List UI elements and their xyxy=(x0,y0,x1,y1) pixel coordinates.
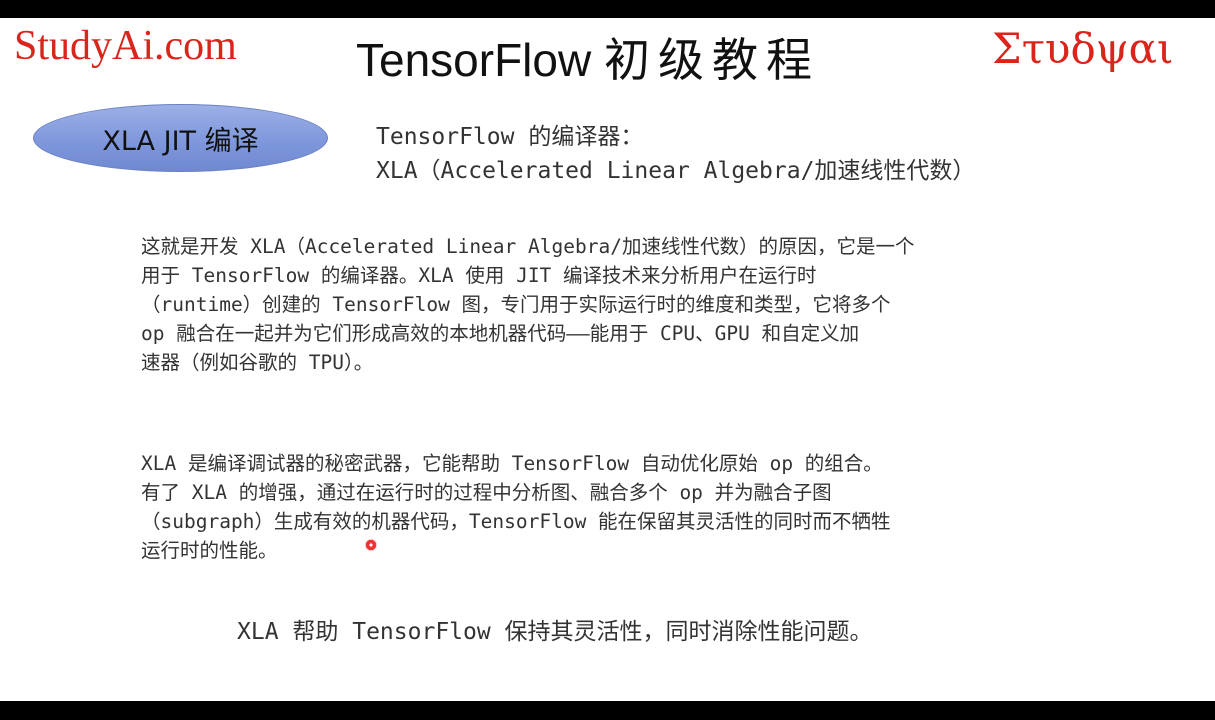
slide: StudyAi.com TensorFlow 初级教程 Στυδψαι XLA … xyxy=(0,18,1215,701)
paragraph-line: （subgraph）生成有效的机器代码，TensorFlow 能在保留其灵活性的… xyxy=(141,510,891,533)
paragraph-line: 有了 XLA 的增强，通过在运行时的过程中分析图、融合多个 op 并为融合子图 xyxy=(141,481,832,504)
paragraph-line: （runtime）创建的 TensorFlow 图，专门用于实际运行时的维度和类… xyxy=(141,293,891,316)
paragraph-line: 这就是开发 XLA（Accelerated Linear Algebra/加速线… xyxy=(141,235,915,258)
paragraph-line: 速器（例如谷歌的 TPU）。 xyxy=(141,351,374,374)
summary-line: XLA 帮助 TensorFlow 保持其灵活性，同时消除性能问题。 xyxy=(237,619,873,645)
title-cjk: 初级教程 xyxy=(603,33,820,87)
pointer-dot-icon xyxy=(365,539,377,551)
topic-badge: XLA JIT 编译 xyxy=(33,104,328,172)
brand-logo-studyai: StudyAi.com xyxy=(14,23,237,69)
paragraph-line: XLA 是编译调试器的秘密武器，它能帮助 TensorFlow 自动优化原始 o… xyxy=(141,452,883,475)
paragraph-2: XLA 是编译调试器的秘密武器，它能帮助 TensorFlow 自动优化原始 o… xyxy=(141,449,1071,565)
page-title: TensorFlow 初级教程 xyxy=(356,24,820,90)
brand-logo-greek: Στυδψαι xyxy=(992,24,1174,73)
paragraph-line: 用于 TensorFlow 的编译器。XLA 使用 JIT 编译技术来分析用户在… xyxy=(141,264,817,287)
paragraph-1: 这就是开发 XLA（Accelerated Linear Algebra/加速线… xyxy=(141,232,1071,377)
subtitle-line: XLA（Accelerated Linear Algebra/加速线性代数） xyxy=(376,158,976,184)
title-latin: TensorFlow xyxy=(356,34,592,86)
subtitle: TensorFlow 的编译器： XLA（Accelerated Linear … xyxy=(376,120,975,188)
subtitle-line: TensorFlow 的编译器： xyxy=(376,124,644,150)
topic-badge-label: XLA JIT 编译 xyxy=(102,125,259,157)
paragraph-line: 运行时的性能。 xyxy=(141,539,278,562)
paragraph-line: op 融合在一起并为它们形成高效的本地机器代码——能用于 CPU、GPU 和自定… xyxy=(141,322,860,345)
